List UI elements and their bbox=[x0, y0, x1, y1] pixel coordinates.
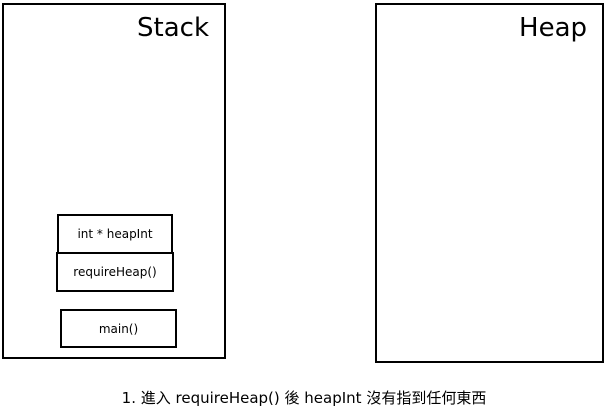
diagram-caption: 1. 進入 requireHeap() 後 heapInt 沒有指到任何東西 bbox=[121, 389, 487, 407]
stack-region: Stack int * heapInt requireHeap() main() bbox=[2, 3, 226, 359]
stack-frame-label: main() bbox=[98, 321, 139, 336]
stack-frame-label: int * heapInt bbox=[77, 227, 153, 241]
stack-frame-main-function: main() bbox=[60, 309, 177, 348]
stack-frame-heapint-variable: int * heapInt bbox=[57, 214, 173, 254]
heap-region: Heap bbox=[375, 3, 604, 363]
stack-frame-label: requireHeap() bbox=[73, 265, 157, 279]
heap-region-title: Heap bbox=[519, 13, 587, 43]
stack-region-title: Stack bbox=[137, 13, 209, 43]
stack-frame-requireheap-function: requireHeap() bbox=[56, 252, 174, 292]
